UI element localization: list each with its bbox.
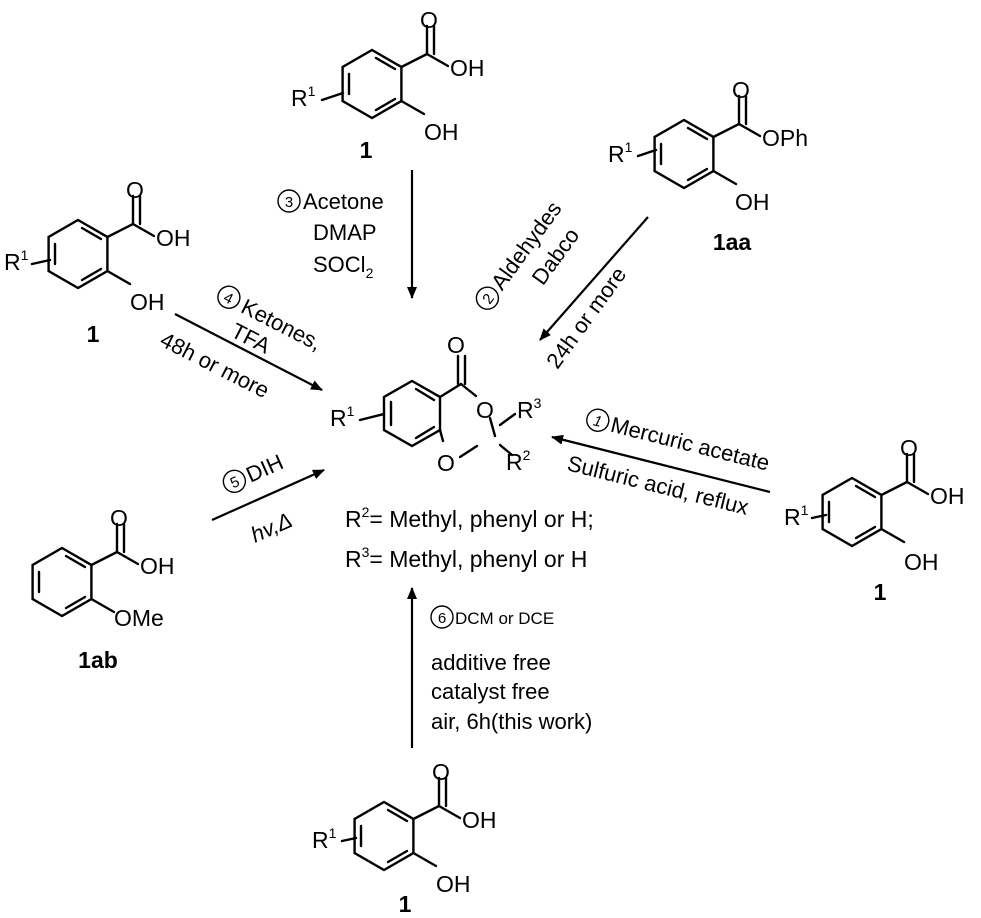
route-6: 6 DCM or DCE additive free catalyst free… <box>407 587 592 748</box>
route-6-solvent: DCM or DCE <box>455 609 554 628</box>
route-1: 1 Mercuric acetate Sulfuric acid, reflux <box>551 408 772 520</box>
r1-label: R1 <box>608 139 633 167</box>
route-2: 2 Aldehydes Dabco 24h or more <box>475 197 649 373</box>
cooh-oh: OH <box>140 553 175 579</box>
top-right-compound-1aa: O OPh OH R1 1aa <box>608 77 808 255</box>
carbonyl-o: O <box>900 435 918 461</box>
ring-oxygen-2: O <box>437 450 455 476</box>
route-1-number: 1 <box>591 412 603 431</box>
central-product: O O O R3 R2 R1 R2= Methyl, phenyl or H; … <box>330 332 594 572</box>
r2-definition: R2= Methyl, phenyl or H; <box>345 504 594 532</box>
r1-substituent: R1 <box>330 403 355 431</box>
carbonyl-oxygen: O <box>447 332 465 358</box>
left-compound-1: O OH OH R1 1 <box>4 177 191 347</box>
route-5-number: 5 <box>228 473 243 492</box>
compound-label: 1aa <box>713 229 752 255</box>
top-compound-1: O OH OH R1 1 <box>291 7 485 163</box>
carbonyl-o: O <box>110 505 128 531</box>
cooh-oh: OH <box>930 483 965 509</box>
route-4-number: 4 <box>221 289 236 308</box>
r1-label: R1 <box>291 83 316 111</box>
r3-definition: R3= Methyl, phenyl or H <box>345 544 587 572</box>
carbonyl-o: O <box>126 177 144 203</box>
route-6-condition-3: air, 6h(this work) <box>431 709 592 734</box>
carbonyl-o: O <box>420 7 438 33</box>
r1-label: R1 <box>312 825 337 853</box>
phenol-oh: OH <box>130 289 165 315</box>
compound-label: 1 <box>874 579 887 605</box>
route-4: 4 Ketones, TFA 48h or more <box>156 285 326 403</box>
left-compound-1ab: O OH OMe 1ab <box>31 505 175 673</box>
cooh-oh: OH <box>450 55 485 81</box>
route-3-number: 3 <box>285 194 293 211</box>
route-6-condition-2: catalyst free <box>431 679 550 704</box>
route-3-reagent-2: DMAP <box>313 220 377 245</box>
route-3: 3 Acetone DMAP SOCl2 <box>277 170 417 299</box>
phenol-oh: OH <box>424 119 459 145</box>
route-5-reagent-1: DIH <box>242 449 287 487</box>
r2-substituent: R2 <box>506 447 531 475</box>
compound-label: 1 <box>399 891 412 917</box>
cooh-oh: OH <box>462 807 497 833</box>
carbonyl-o: O <box>432 759 450 785</box>
phenol-oh: OH <box>735 189 770 215</box>
r1-label: R1 <box>4 247 29 275</box>
r1-label: R1 <box>784 502 809 530</box>
phenol-oh: OH <box>436 871 471 897</box>
compound-label: 1ab <box>78 647 118 673</box>
route-2-number: 2 <box>479 291 498 308</box>
bottom-compound-1: O OH OH R1 1 <box>312 759 497 917</box>
route-6-condition-1: additive free <box>431 650 551 675</box>
ester-oph: OPh <box>762 125 808 151</box>
compound-label: 1 <box>87 321 100 347</box>
route-5: 5 DIH hv,Δ <box>211 449 325 547</box>
route-6-number: 6 <box>438 610 446 627</box>
phenol-oh: OH <box>904 549 939 575</box>
right-compound-1: O OH OH R1 1 <box>784 435 965 605</box>
r3-substituent: R3 <box>517 395 542 423</box>
compound-label: 1 <box>360 137 373 163</box>
route-2-reagent-3: 24h or more <box>541 262 631 373</box>
carbonyl-o: O <box>732 77 750 103</box>
route-3-reagent-1: Acetone <box>303 189 384 214</box>
cooh-oh: OH <box>156 225 191 251</box>
route-5-reagent-2: hv,Δ <box>247 507 296 547</box>
methoxy-ome: OMe <box>114 605 164 631</box>
route-3-reagent-3: SOCl2 <box>313 252 374 281</box>
ring-oxygen-1: O <box>476 397 494 423</box>
